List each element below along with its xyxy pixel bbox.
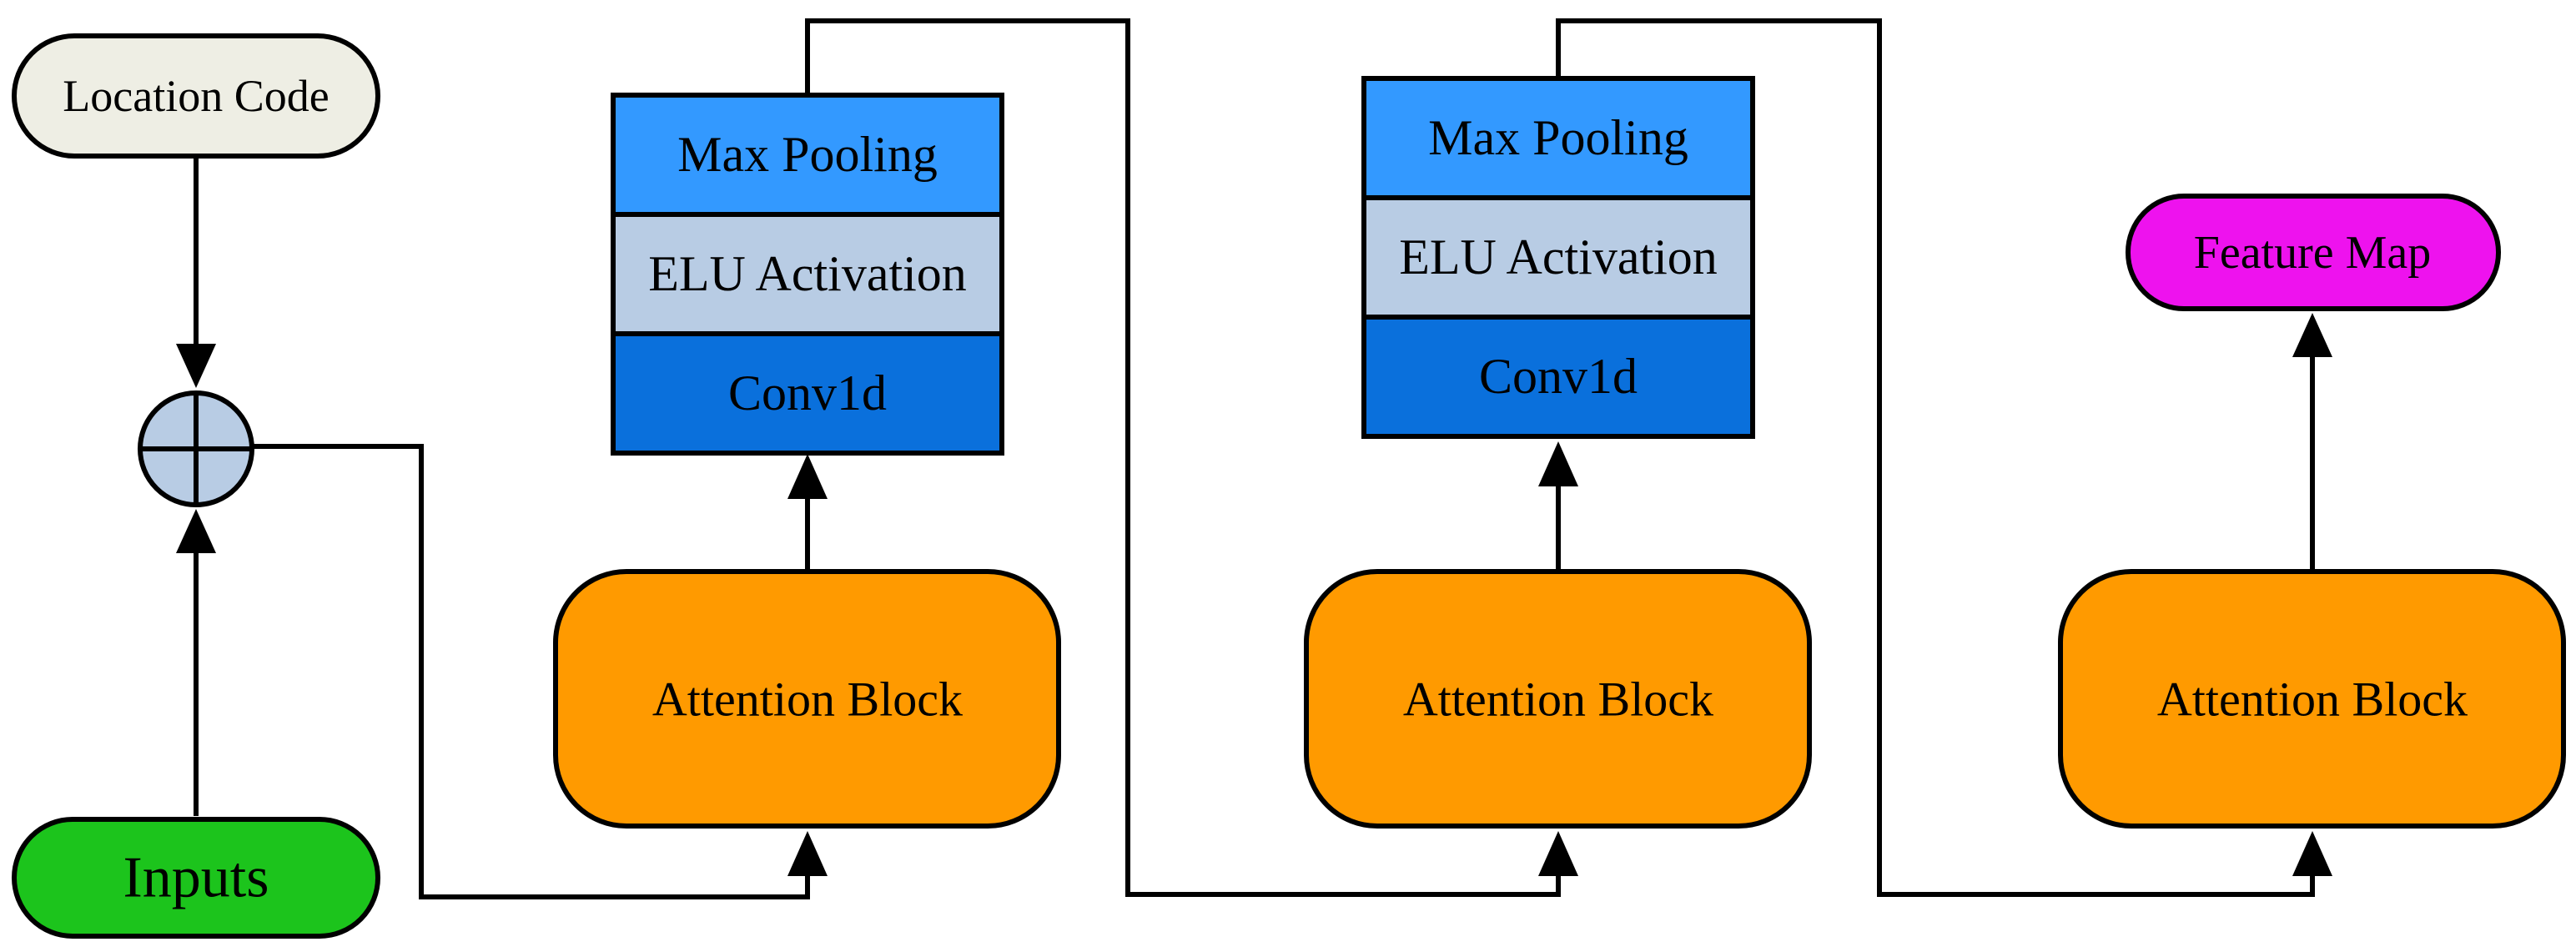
arrowhead-into-conv1d-1 <box>787 454 828 499</box>
connector-adder-to-attention-1 <box>249 444 810 899</box>
location-code-shape <box>12 33 380 159</box>
feature-map-shape <box>2126 194 2501 311</box>
attention-block-2-shape <box>1304 569 1812 829</box>
inputs-node: Inputs <box>12 817 380 939</box>
feature-map-label: Feature Map <box>2194 227 2432 279</box>
inputs-shape <box>12 817 380 939</box>
connectors <box>194 18 2315 899</box>
attention-block-1-label: Attention Block <box>652 672 963 727</box>
connector-stack-2-to-attention-3 <box>1556 18 2315 897</box>
stack-2-max-pooling-label: Max Pooling <box>1428 110 1688 165</box>
connector-stack-1-to-attention-2 <box>805 18 1561 897</box>
arrowhead-into-conv1d-2 <box>1538 441 1578 486</box>
stack-1-conv1d-label: Conv1d <box>728 365 887 421</box>
location-code-label: Location Code <box>63 71 329 121</box>
attention-block-2: Attention Block <box>1304 569 1812 829</box>
arrowhead-into-attention-2 <box>1538 831 1578 876</box>
attention-block-1-shape <box>553 569 1061 829</box>
conv-stack-1: Max Pooling ELU Activation Conv1d <box>611 93 1004 456</box>
arrowhead-into-attention-1 <box>787 831 828 876</box>
attention-block-1: Attention Block <box>553 569 1061 829</box>
inputs-label: Inputs <box>123 846 269 910</box>
conv-stack-2: Max Pooling ELU Activation Conv1d <box>1361 76 1755 439</box>
stack-2-conv1d-box <box>1361 315 1755 439</box>
stack-2-max-pooling-box <box>1361 76 1755 200</box>
arrowhead-into-adder-bottom <box>176 509 216 553</box>
location-code-node: Location Code <box>12 33 380 159</box>
stack-2-elu-activation-label: ELU Activation <box>1399 229 1718 285</box>
attention-block-3-label: Attention Block <box>2157 672 2468 727</box>
attention-block-3-shape <box>2058 569 2566 829</box>
attention-block-2-label: Attention Block <box>1403 672 1713 727</box>
feature-map-node: Feature Map <box>2126 194 2501 311</box>
attention-block-3: Attention Block <box>2058 569 2566 829</box>
stack-2-conv1d-label: Conv1d <box>1479 349 1638 404</box>
stack-1-elu-activation-box <box>611 212 1004 336</box>
stack-2-elu-activation-box <box>1361 195 1755 320</box>
arrowhead-into-attention-3 <box>2292 831 2332 876</box>
stack-1-max-pooling-label: Max Pooling <box>677 127 938 182</box>
arrowheads <box>176 313 2332 876</box>
arrowhead-into-adder-top <box>176 344 216 388</box>
stack-1-conv1d-box <box>611 331 1004 456</box>
adder-node <box>138 390 254 507</box>
arrowhead-into-feature-map <box>2292 313 2332 357</box>
stack-1-elu-activation-label: ELU Activation <box>648 246 967 301</box>
